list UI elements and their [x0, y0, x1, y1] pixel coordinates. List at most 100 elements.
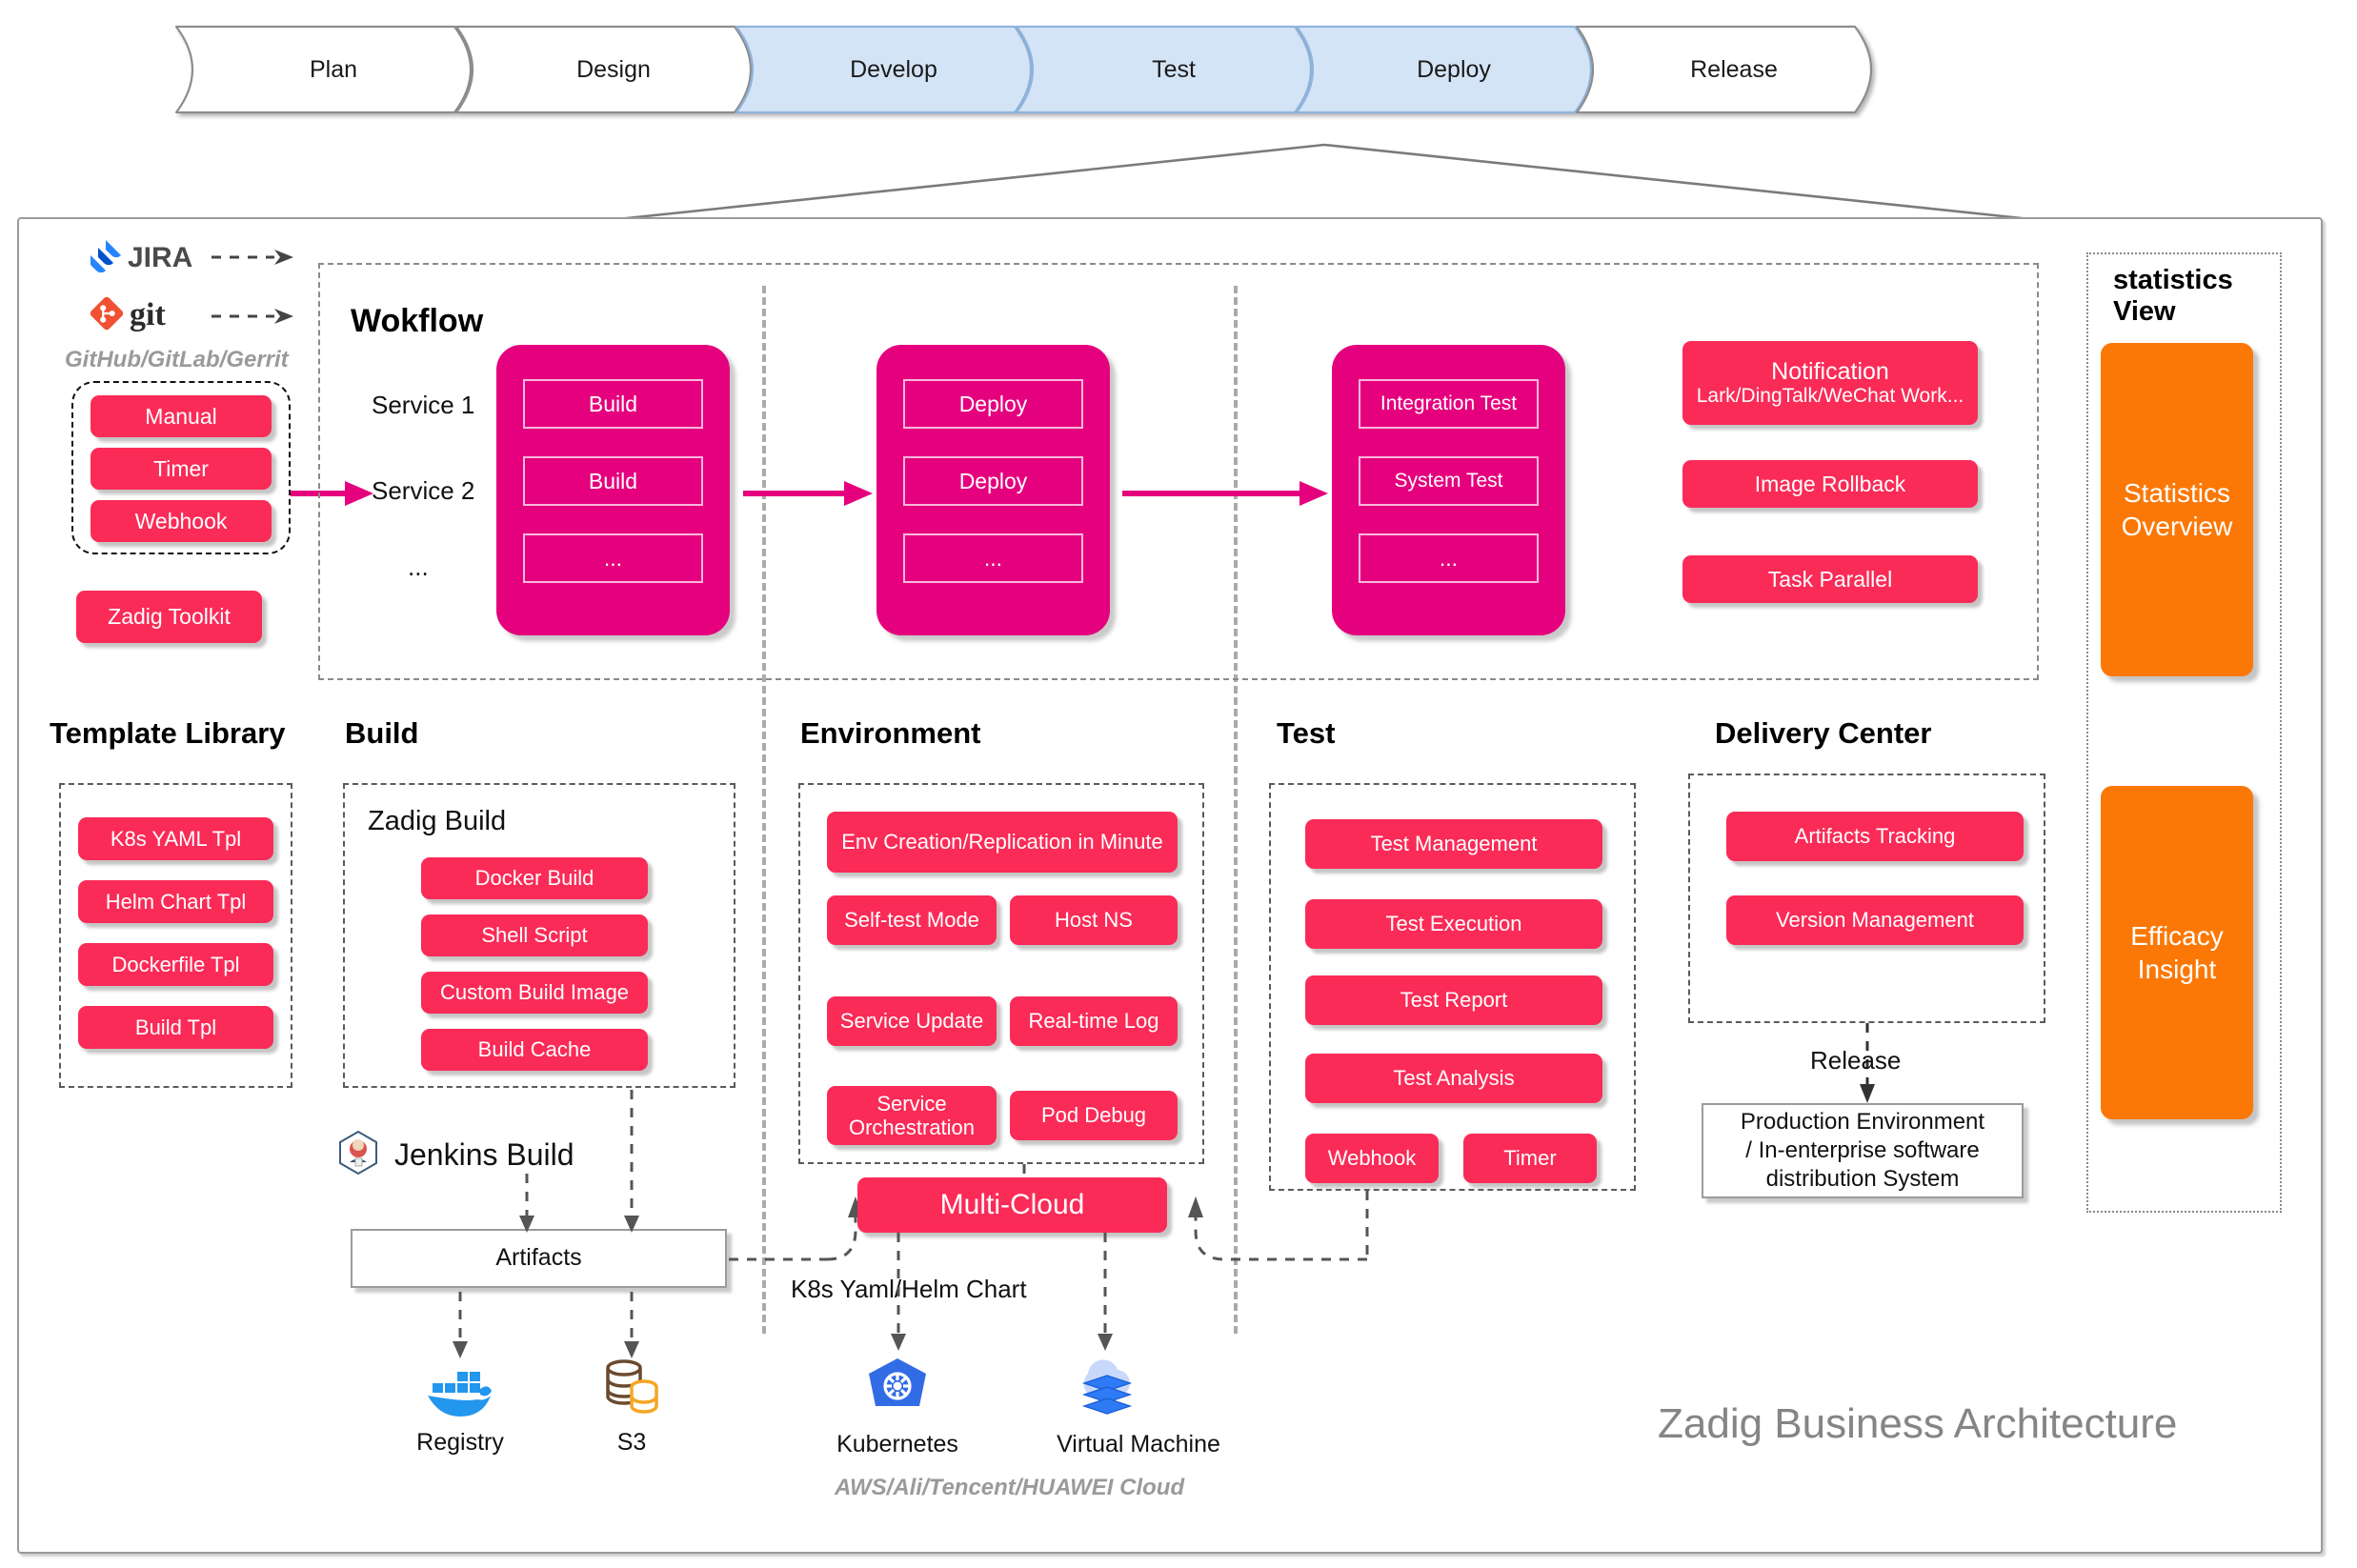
tpl-helm-chart[interactable]: Helm Chart Tpl: [78, 880, 273, 923]
efficacy-insight-line1: Efficacy: [2130, 921, 2224, 951]
pipeline-stages: Plan Design Develop Test Deploy Release: [167, 17, 2167, 122]
statistics-panel: [2086, 252, 2282, 1213]
build-group: [343, 783, 735, 1088]
pipeline-stage-label: Test: [1152, 55, 1196, 83]
pipeline-stage-label: Release: [1690, 55, 1778, 83]
feature-task-parallel[interactable]: Task Parallel: [1682, 555, 1978, 603]
pipeline-stage-deploy[interactable]: Deploy: [1287, 17, 1621, 122]
git-label: git: [130, 297, 166, 332]
service-row-2: Service 2: [372, 476, 475, 505]
test-analysis[interactable]: Test Analysis: [1305, 1054, 1602, 1103]
environment-group: [798, 783, 1204, 1164]
statistics-title-line1: statistics: [2113, 265, 2233, 295]
workflow-stage-build[interactable]: Build Build ...: [496, 345, 730, 635]
statistics-title: statistics View: [2113, 265, 2233, 329]
pipeline-stage-release[interactable]: Release: [1567, 17, 1901, 122]
statistics-overview-card[interactable]: Statistics Overview: [2101, 343, 2253, 676]
template-library-group: [59, 783, 292, 1088]
workflow-slot-build-2[interactable]: Build: [523, 456, 703, 506]
workflow-slot-build-3[interactable]: ...: [523, 533, 703, 583]
jira-icon: [91, 240, 121, 273]
docker-icon: [428, 1372, 492, 1417]
version-management[interactable]: Version Management: [1726, 895, 2024, 945]
env-self-test-mode[interactable]: Self-test Mode: [827, 895, 997, 945]
workflow-stage-test[interactable]: Integration Test System Test ...: [1332, 345, 1565, 635]
workflow-panel: [318, 263, 2039, 680]
virtual-machine-icon: [1081, 1359, 1133, 1415]
trigger-group: [71, 381, 291, 554]
workflow-slot-test-1[interactable]: Integration Test: [1359, 379, 1539, 429]
test-group: [1269, 783, 1636, 1191]
test-trigger-timer[interactable]: Timer: [1463, 1134, 1597, 1183]
env-real-time-log[interactable]: Real-time Log: [1010, 996, 1178, 1046]
template-library-title: Template Library: [50, 716, 286, 750]
env-creation-replication[interactable]: Env Creation/Replication in Minute: [827, 812, 1178, 873]
zadig-build-subtitle: Zadig Build: [368, 806, 507, 836]
platform-container: [17, 217, 2323, 1554]
pipeline-stage-test[interactable]: Test: [1007, 17, 1340, 122]
pipeline-stage-plan[interactable]: Plan: [167, 17, 500, 122]
feature-notification[interactable]: Notification Lark/DingTalk/WeChat Work..…: [1682, 341, 1978, 425]
test-title: Test: [1277, 716, 1336, 750]
feature-image-rollback[interactable]: Image Rollback: [1682, 460, 1978, 508]
pipeline-stage-design[interactable]: Design: [447, 17, 780, 122]
feature-notification-title: Notification: [1771, 357, 1889, 385]
test-report[interactable]: Test Report: [1305, 975, 1602, 1025]
production-line-1: Production Environment: [1740, 1109, 1985, 1135]
column-separator-1: [762, 286, 766, 1334]
s3-icon: [606, 1359, 658, 1414]
column-separator-2: [1234, 286, 1238, 1334]
zadig-toolkit[interactable]: Zadig Toolkit: [76, 591, 262, 643]
tpl-dockerfile[interactable]: Dockerfile Tpl: [78, 943, 273, 986]
statistics-overview-line2: Overview: [2121, 512, 2233, 541]
production-line-2: / In-enterprise software: [1745, 1137, 1980, 1163]
trigger-webhook[interactable]: Webhook: [91, 500, 272, 542]
pipeline-stage-label: Plan: [309, 55, 358, 83]
kubernetes-icon: [869, 1358, 926, 1406]
build-custom-image[interactable]: Custom Build Image: [421, 972, 648, 1014]
tpl-build[interactable]: Build Tpl: [78, 1006, 273, 1049]
service-row-3: ...: [408, 553, 429, 581]
jenkins-icon: [339, 1130, 377, 1176]
production-environment-box[interactable]: Production Environment / In-enterprise s…: [1702, 1103, 2024, 1198]
build-docker[interactable]: Docker Build: [421, 857, 648, 899]
delivery-center-title: Delivery Center: [1715, 716, 1932, 750]
virtual-machine-label: Virtual Machine: [1057, 1431, 1220, 1457]
pipeline-to-platform-connector: [599, 143, 2049, 223]
artifacts-tracking[interactable]: Artifacts Tracking: [1726, 812, 2024, 861]
statistics-overview-line1: Statistics: [2123, 478, 2231, 508]
build-shell-script[interactable]: Shell Script: [421, 915, 648, 956]
build-cache[interactable]: Build Cache: [421, 1029, 648, 1071]
env-service-orchestration[interactable]: Service Orchestration: [827, 1086, 997, 1145]
delivery-center-group: [1688, 774, 2045, 1023]
workflow-slot-test-2[interactable]: System Test: [1359, 456, 1539, 506]
efficacy-insight-card[interactable]: Efficacy Insight: [2101, 786, 2253, 1119]
workflow-slot-test-3[interactable]: ...: [1359, 533, 1539, 583]
statistics-title-line2: View: [2113, 296, 2176, 328]
workflow-slot-deploy-2[interactable]: Deploy: [903, 456, 1083, 506]
test-trigger-webhook[interactable]: Webhook: [1305, 1134, 1439, 1183]
pipeline-stage-develop[interactable]: Develop: [727, 17, 1060, 122]
env-pod-debug[interactable]: Pod Debug: [1010, 1091, 1178, 1140]
artifacts-box[interactable]: Artifacts: [351, 1229, 727, 1288]
multi-cloud-box[interactable]: Multi-Cloud: [857, 1177, 1167, 1233]
build-title: Build: [345, 716, 419, 750]
test-management[interactable]: Test Management: [1305, 819, 1602, 869]
s3-label: S3: [616, 1429, 647, 1456]
cloud-providers-note: AWS/Ali/Tencent/HUAWEI Cloud: [835, 1475, 1185, 1500]
workflow-slot-deploy-3[interactable]: ...: [903, 533, 1083, 583]
workflow-slot-deploy-1[interactable]: Deploy: [903, 379, 1083, 429]
env-host-ns[interactable]: Host NS: [1010, 895, 1178, 945]
workflow-stage-deploy[interactable]: Deploy Deploy ...: [876, 345, 1110, 635]
pipeline-stage-label: Develop: [850, 55, 937, 83]
registry-label: Registry: [416, 1429, 504, 1456]
trigger-manual[interactable]: Manual: [91, 395, 272, 437]
test-execution[interactable]: Test Execution: [1305, 899, 1602, 949]
env-service-update[interactable]: Service Update: [827, 996, 997, 1046]
release-label: Release: [1810, 1046, 1902, 1075]
git-icon: [90, 296, 124, 331]
jenkins-build-label: Jenkins Build: [394, 1137, 574, 1172]
tpl-k8s-yaml[interactable]: K8s YAML Tpl: [78, 817, 273, 860]
workflow-slot-build-1[interactable]: Build: [523, 379, 703, 429]
trigger-timer[interactable]: Timer: [91, 448, 272, 490]
